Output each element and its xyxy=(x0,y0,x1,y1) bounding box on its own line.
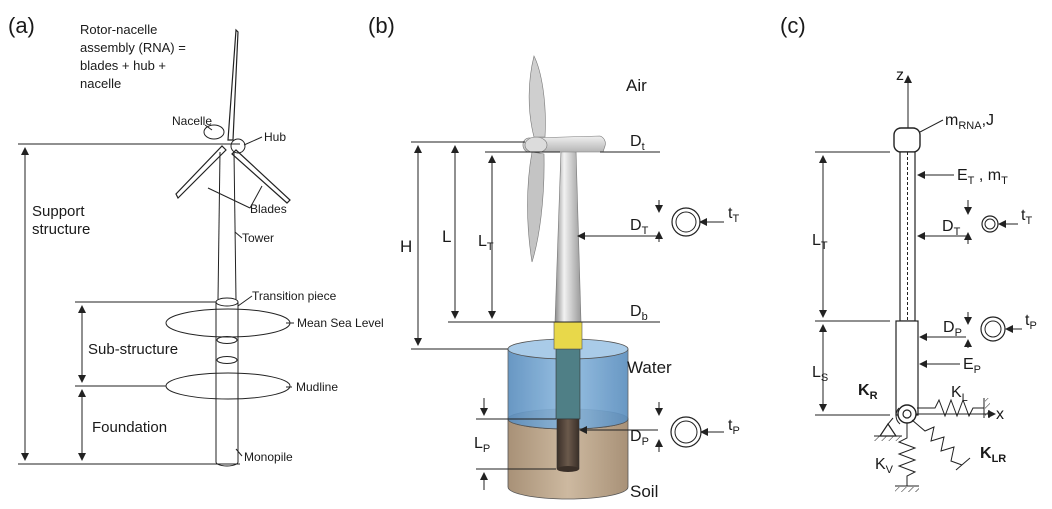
L-label: L xyxy=(442,227,451,246)
panel-b-label: (b) xyxy=(368,13,395,38)
rna-label-line2: assembly (RNA) = xyxy=(80,40,186,55)
panel-c-label: (c) xyxy=(780,13,806,38)
tube-section-T-b xyxy=(671,207,701,237)
foundation-label: Foundation xyxy=(92,419,167,436)
rna-label-line3: blades + hub + xyxy=(80,58,166,73)
tower-b xyxy=(554,149,582,323)
support-structure-label-line2: structure xyxy=(32,221,90,238)
tube-section-T-c xyxy=(981,215,999,233)
soil-label: Soil xyxy=(630,482,658,501)
hub-b xyxy=(524,136,548,154)
nacelle-label: Nacelle xyxy=(172,114,212,128)
mean-sea-level-label: Mean Sea Level xyxy=(297,316,384,330)
support-structure-label-line1: Support xyxy=(32,203,85,220)
tT-label-c: tT xyxy=(1021,207,1032,227)
vertical-spring-KV xyxy=(897,423,917,486)
transition-piece-label: Transition piece xyxy=(252,289,337,303)
DT-label-c: DT xyxy=(942,218,961,238)
blade-down-b xyxy=(527,151,545,263)
DP-label-b: DP xyxy=(630,428,649,448)
DT-label: DT xyxy=(630,217,649,237)
pile-column-c xyxy=(895,320,919,416)
Dt-label: Dt xyxy=(630,133,645,153)
EP-label: EP xyxy=(963,356,981,376)
tT-label-b: tT xyxy=(728,205,739,225)
sub-structure-label: Sub-structure xyxy=(88,341,178,358)
pile-in-water xyxy=(555,348,581,420)
tP-label-b: tP xyxy=(728,417,740,437)
cross-spring-KLR xyxy=(911,419,963,466)
monopile-label: Monopile xyxy=(244,450,293,464)
tP-label-c: tP xyxy=(1025,312,1037,332)
hub-a xyxy=(230,138,246,154)
hub-label: Hub xyxy=(264,130,286,144)
air-label: Air xyxy=(626,76,647,95)
LT-label-c: LT xyxy=(812,232,828,252)
tower-label: Tower xyxy=(242,231,274,245)
H-label: H xyxy=(400,237,412,256)
mudline-label: Mudline xyxy=(296,380,338,394)
LT-label: LT xyxy=(478,233,494,253)
tube-section-P-c xyxy=(980,316,1006,342)
KL-label: KL xyxy=(951,384,968,404)
panel-a: (a) Rotor-nacelle assembly (RNA) = blade… xyxy=(8,13,384,467)
nacelle-a xyxy=(203,124,225,140)
DP-label-c: DP xyxy=(943,319,962,339)
mRNA-J-label: mRNA,J xyxy=(945,112,994,132)
turbine-a-drawing xyxy=(165,28,291,467)
transition-piece-b xyxy=(553,321,583,350)
blade-up-a xyxy=(227,28,239,141)
blades-label: Blades xyxy=(250,202,287,216)
KR-label: KR xyxy=(858,382,878,402)
panel-a-label: (a) xyxy=(8,13,35,38)
lateral-spring-KL xyxy=(917,398,984,418)
water-label: Water xyxy=(627,358,672,377)
KV-label: KV xyxy=(875,456,894,476)
LS-label-c: LS xyxy=(812,364,828,384)
x-axis-label: x xyxy=(996,406,1004,423)
ET-mT-label: ET , mT xyxy=(957,167,1008,187)
panel-b: (b) Air Water Soil H xyxy=(368,13,740,501)
mean-sea-level-ellipse xyxy=(165,308,291,338)
LP-label-b: LP xyxy=(474,435,490,455)
rna-label-line1: Rotor-nacelle xyxy=(80,22,157,37)
rna-label-line4: nacelle xyxy=(80,76,121,91)
pile-in-soil xyxy=(556,418,580,470)
blade-up-b xyxy=(528,55,546,138)
z-axis-label: z xyxy=(896,67,904,84)
Db-label: Db xyxy=(630,303,648,323)
tube-section-P-b xyxy=(670,416,702,448)
blade-left-a xyxy=(175,145,227,200)
mudline-ellipse xyxy=(165,372,291,400)
pin-support xyxy=(878,422,898,437)
rna-mass-block xyxy=(893,127,921,153)
blade-right-a xyxy=(231,149,291,204)
panel-c: (c) z mRNA,J ET , mT LT LS DT xyxy=(780,13,1037,492)
KLR-label: KLR xyxy=(980,445,1006,465)
